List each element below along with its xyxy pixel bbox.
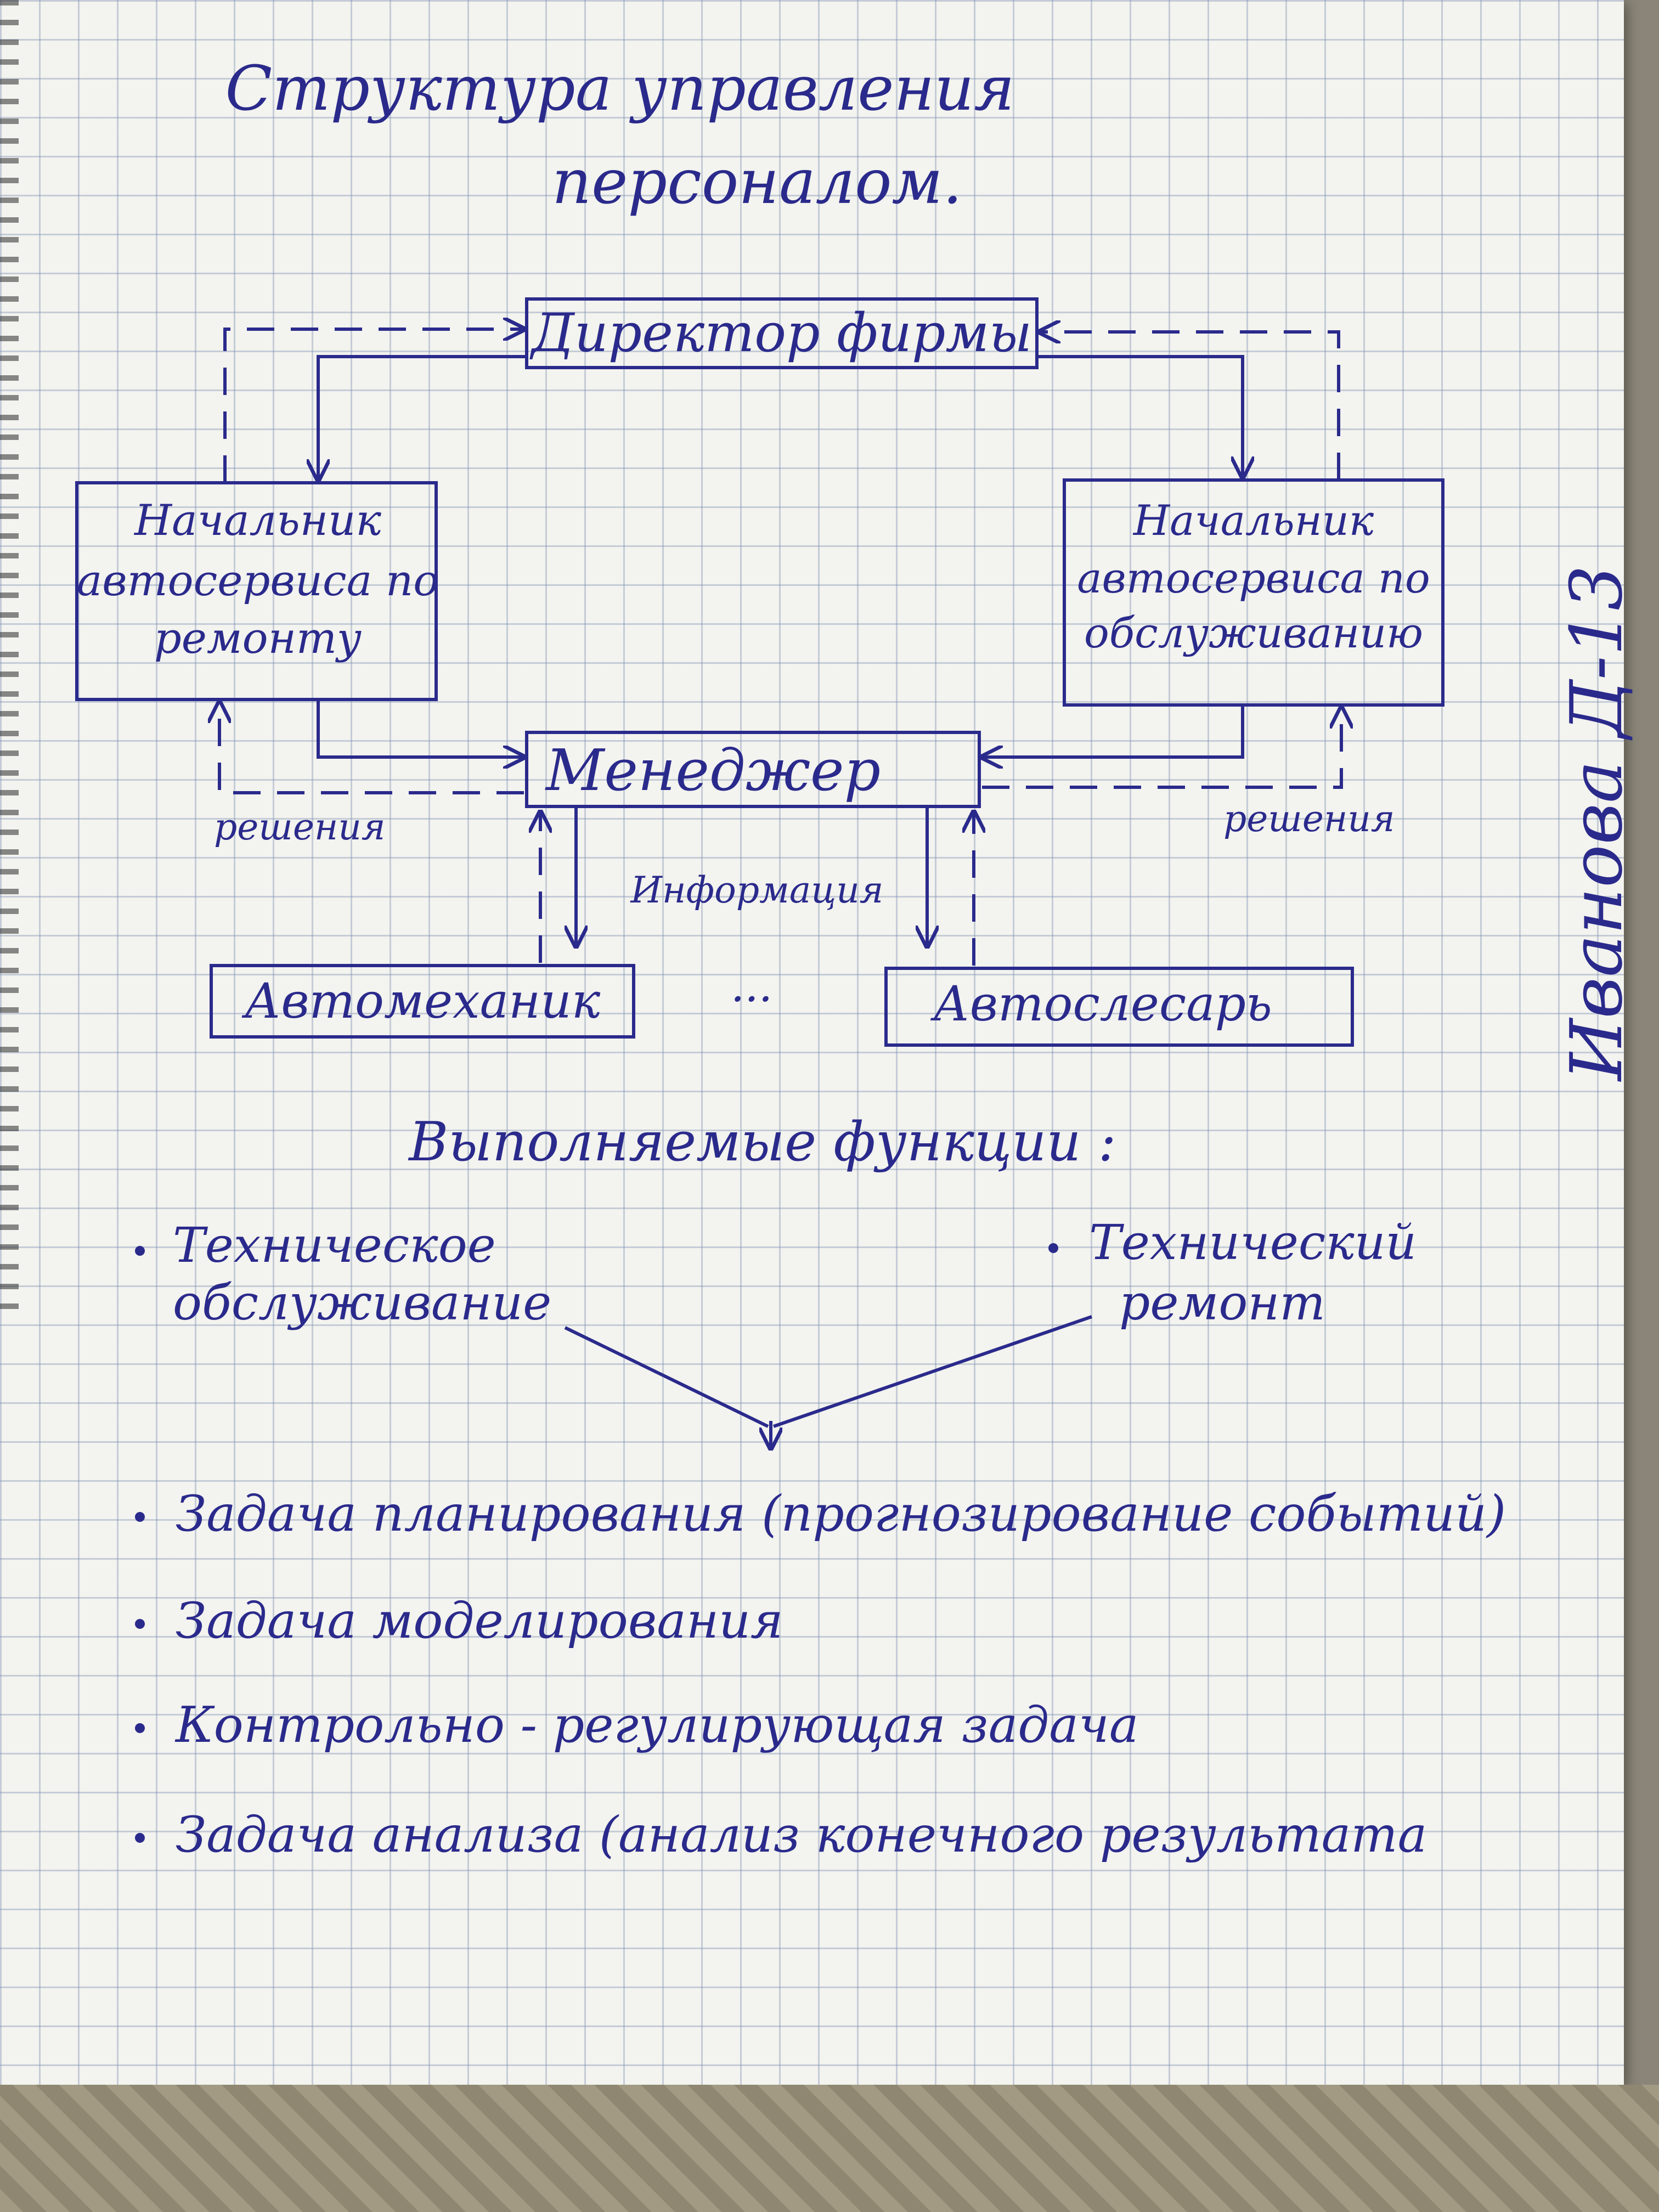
repair-head-line-2: автосервиса по [77,556,439,606]
title-line-1: Структура управления [225,53,1014,125]
task-item-3: Контрольно - регулирующая задача [174,1696,1139,1754]
manager-label: Менеджер [545,737,881,804]
information-label: Информация [630,869,883,911]
service-head-line-2: автосервиса по [1077,554,1430,602]
dashed-manager-to-repair-head [219,702,524,794]
author-signature: Иванова Д-13 [1555,565,1638,1082]
bullet-dot [135,1246,145,1256]
decisions-left-label: решения [214,806,386,848]
functions-heading: Выполняемые функции : [408,1111,1116,1173]
bullet-dot [1048,1243,1058,1253]
mechanic-label: Автомеханик [241,973,601,1029]
function-left-line-1: Техническое [173,1217,496,1273]
service-head-line-3: обслуживанию [1084,608,1423,657]
ellipsis-label: ... [731,961,772,1012]
repair-head-line-3: ремонту [154,614,362,663]
tablecloth-background [0,2085,1659,2212]
dashed-manager-to-service-head [982,708,1341,789]
task-item-1: Задача планирования (прогнозирование соб… [176,1485,1506,1543]
arrow-director-to-service-head [1037,355,1243,477]
bullet-dot [135,1512,145,1522]
title-line-2: персоналом. [552,146,962,218]
bullet-dot [135,1619,145,1629]
bullet-dot [135,1723,145,1733]
converge-line-left [564,1326,769,1428]
repair-head-box [75,481,438,701]
manager-box [525,731,981,808]
locksmith-label: Автослесарь [930,975,1272,1032]
arrow-repair-head-to-manager [317,699,524,757]
notebook-spiral-binding [0,0,19,1317]
task-item-4: Задача анализа (анализ конечного результ… [176,1806,1427,1864]
arrow-director-to-repair-head [318,355,527,480]
arrow-service-head-to-manager [982,705,1244,757]
task-item-2: Задача моделирования [176,1592,783,1650]
locksmith-box [884,967,1354,1047]
function-right-line-2: ремонт [1119,1274,1325,1331]
service-head-line-1: Начальник [1132,496,1374,545]
converge-line-right [773,1315,1092,1428]
dashed-service-head-to-director [1040,332,1340,480]
director-label: Директор фирмы [529,302,1032,364]
function-right-line-1: Технический [1089,1214,1417,1271]
repair-head-line-1: Начальник [133,496,381,545]
service-head-box [1063,478,1444,707]
function-left-line-2: обслуживание [173,1274,551,1331]
mechanic-box [210,964,635,1039]
dashed-repair-head-to-director [223,329,524,483]
decisions-right-label: решения [1223,798,1395,840]
director-box [525,297,1039,369]
bullet-dot [135,1833,145,1843]
